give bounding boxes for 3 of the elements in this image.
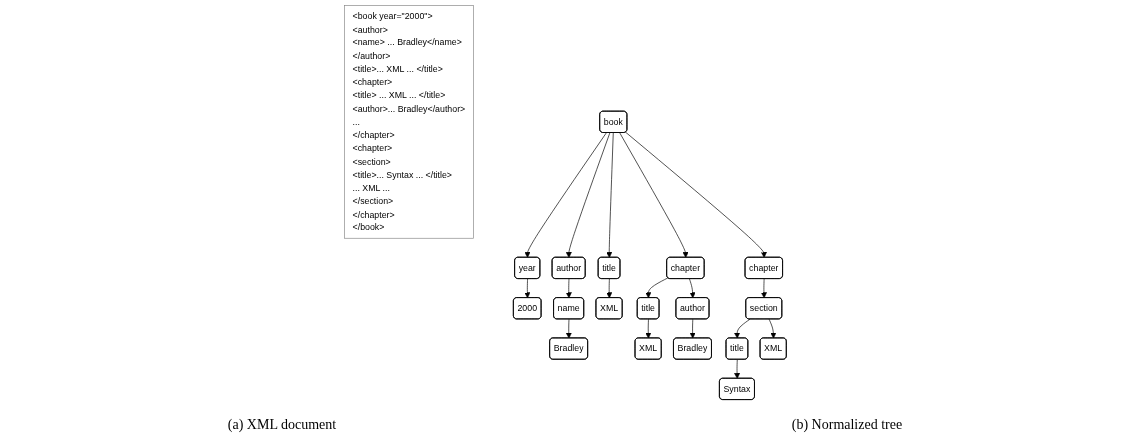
figure-caption: (b) Normalized tree (791, 417, 903, 433)
node-box: <book year="2000"> <author> <name> ... Bradley</name> </author> <title>... XML ... </title> <chapter> <title> ... XML ... </title> <author>... Bradley</author> ... </chapter> <chapter> <section> <title>... Syntax ... </title> ... XML ... </section> </chapter> </book> (343, 5, 474, 239)
figure-caption: (a) XML document (227, 417, 337, 433)
